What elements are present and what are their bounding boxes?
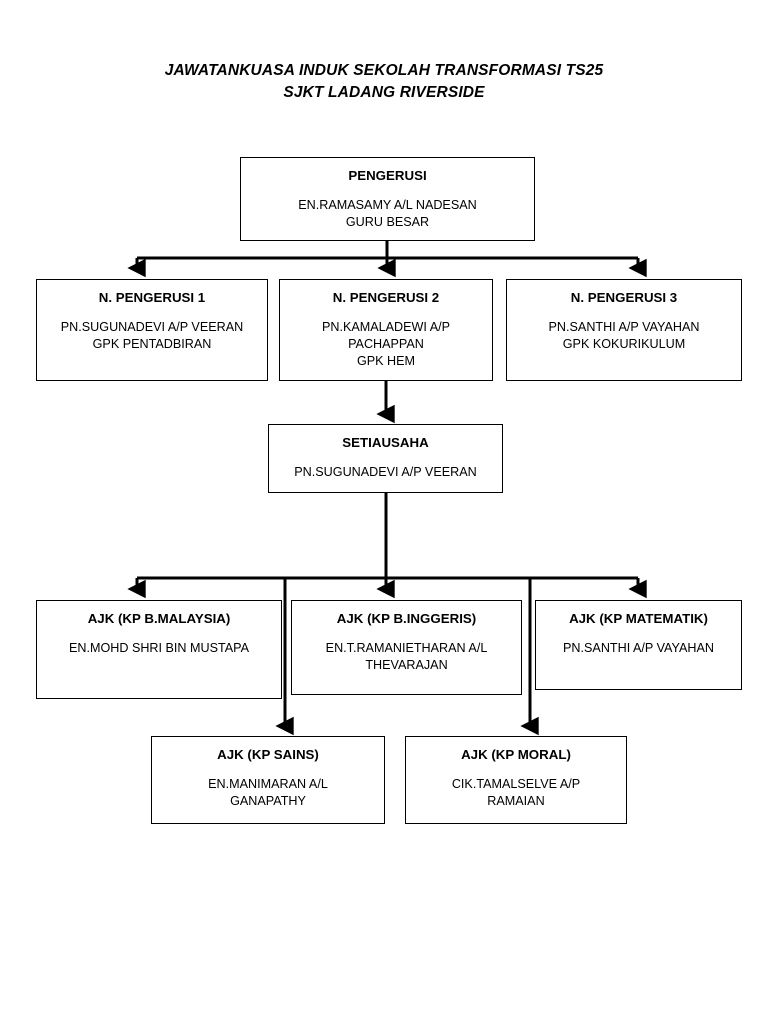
node-ajk-binggeris-title: AJK (KP B.INGGERIS) [336,611,477,626]
node-naib-pengerusi-2[interactable]: N. PENGERUSI 2 PN.KAMALADEWI A/P PACHAPP… [279,279,493,381]
node-pengerusi-body: EN.RAMASAMY A/L NADESAN GURU BESAR [241,197,534,231]
connector-pengerusi-to-row2 [127,240,647,278]
node-ajk-sains-body: EN.MANIMARAN A/L GANAPATHY [152,776,384,810]
node-naib-pengerusi-1-line-2: GPK PENTADBIRAN [92,337,212,351]
node-ajk-binggeris-line-2: THEVARAJAN [365,658,448,672]
node-pengerusi-line-1: EN.RAMASAMY A/L NADESAN [298,198,477,212]
chart-title-line-2: SJKT LADANG RIVERSIDE [283,84,485,101]
node-ajk-sains-line-1: EN.MANIMARAN A/L [208,777,328,791]
node-naib-pengerusi-2-title: N. PENGERUSI 2 [332,290,440,305]
node-setiausaha[interactable]: SETIAUSAHA PN.SUGUNADEVI A/P VEERAN [268,424,503,493]
node-naib-pengerusi-3-title: N. PENGERUSI 3 [570,290,678,305]
node-ajk-matematik[interactable]: AJK (KP MATEMATIK) PN.SANTHI A/P VAYAHAN [535,600,742,690]
node-naib-pengerusi-3-line-2: GPK KOKURIKULUM [562,337,686,351]
chart-title: JAWATANKUASA INDUK SEKOLAH TRANSFORMASI … [0,60,768,104]
node-ajk-sains[interactable]: AJK (KP SAINS) EN.MANIMARAN A/L GANAPATH… [151,736,385,824]
node-naib-pengerusi-3-body: PN.SANTHI A/P VAYAHAN GPK KOKURIKULUM [507,319,741,353]
node-pengerusi-title: PENGERUSI [348,168,427,183]
node-ajk-sains-line-2: GANAPATHY [230,794,306,808]
node-naib-pengerusi-1-title: N. PENGERUSI 1 [98,290,206,305]
node-ajk-moral-line-2: RAMAIAN [487,794,545,808]
node-naib-pengerusi-3[interactable]: N. PENGERUSI 3 PN.SANTHI A/P VAYAHAN GPK… [506,279,742,381]
node-naib-pengerusi-2-line-2: PACHAPPAN [348,337,424,351]
node-naib-pengerusi-2-line-3: GPK HEM [356,354,416,368]
node-naib-pengerusi-1[interactable]: N. PENGERUSI 1 PN.SUGUNADEVI A/P VEERAN … [36,279,268,381]
node-ajk-binggeris-body: EN.T.RAMANIETHARAN A/L THEVARAJAN [292,640,521,674]
node-ajk-matematik-body: PN.SANTHI A/P VAYAHAN [536,640,741,657]
node-ajk-binggeris[interactable]: AJK (KP B.INGGERIS) EN.T.RAMANIETHARAN A… [291,600,522,695]
node-ajk-bmalaysia-title: AJK (KP B.MALAYSIA) [87,611,231,626]
node-ajk-sains-title: AJK (KP SAINS) [217,747,319,762]
node-ajk-matematik-title: AJK (KP MATEMATIK) [569,611,708,626]
chart-title-line-1: JAWATANKUASA INDUK SEKOLAH TRANSFORMASI … [164,62,604,79]
node-ajk-moral-line-1: CIK.TAMALSELVE A/P [451,777,581,791]
node-ajk-matematik-line-1: PN.SANTHI A/P VAYAHAN [563,641,714,655]
node-ajk-moral[interactable]: AJK (KP MORAL) CIK.TAMALSELVE A/P RAMAIA… [405,736,627,824]
node-setiausaha-title: SETIAUSAHA [342,435,429,450]
node-ajk-binggeris-line-1: EN.T.RAMANIETHARAN A/L [325,641,488,655]
node-ajk-moral-title: AJK (KP MORAL) [461,747,571,762]
node-setiausaha-body: PN.SUGUNADEVI A/P VEERAN [269,464,502,481]
node-naib-pengerusi-1-line-1: PN.SUGUNADEVI A/P VEERAN [60,320,244,334]
node-naib-pengerusi-1-body: PN.SUGUNADEVI A/P VEERAN GPK PENTADBIRAN [37,319,267,353]
connector-setiausaha-to-ajk-row [127,493,647,599]
node-naib-pengerusi-2-line-1: PN.KAMALADEWI A/P [321,320,451,334]
node-ajk-bmalaysia-line-1: EN.MOHD SHRI BIN MUSTAPA [68,641,250,655]
node-naib-pengerusi-2-body: PN.KAMALADEWI A/P PACHAPPAN GPK HEM [280,319,492,370]
node-pengerusi-line-2: GURU BESAR [345,215,430,229]
node-pengerusi[interactable]: PENGERUSI EN.RAMASAMY A/L NADESAN GURU B… [240,157,535,241]
node-setiausaha-line-1: PN.SUGUNADEVI A/P VEERAN [294,465,477,479]
node-naib-pengerusi-3-line-1: PN.SANTHI A/P VAYAHAN [548,320,700,334]
node-ajk-bmalaysia[interactable]: AJK (KP B.MALAYSIA) EN.MOHD SHRI BIN MUS… [36,600,282,699]
node-ajk-bmalaysia-body: EN.MOHD SHRI BIN MUSTAPA [37,640,281,657]
node-ajk-moral-body: CIK.TAMALSELVE A/P RAMAIAN [406,776,626,810]
